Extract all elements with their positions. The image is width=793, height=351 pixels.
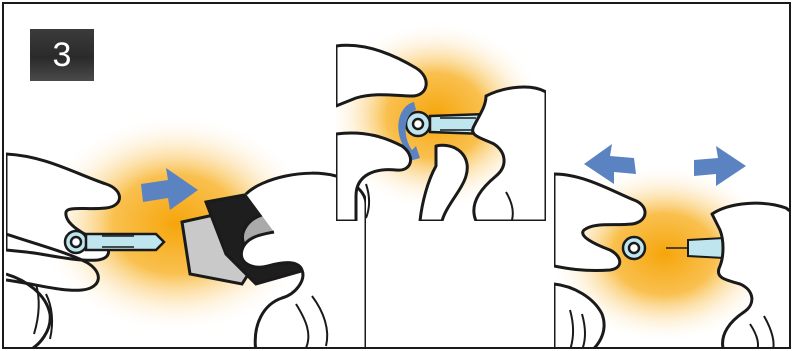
step-number: 3	[53, 36, 72, 74]
insert-lancet-illustration	[6, 84, 366, 349]
left-hand	[6, 154, 120, 349]
panel-pull-cap	[554, 144, 791, 349]
lancet-cap	[623, 237, 645, 259]
pull-cap-off-illustration	[554, 144, 791, 349]
panel-insert-lancet	[6, 84, 366, 349]
panel-twist-cap	[336, 6, 546, 221]
twist-cap-illustration	[336, 6, 546, 221]
step-number-badge: 3	[30, 29, 94, 81]
lancet-body	[65, 231, 164, 253]
